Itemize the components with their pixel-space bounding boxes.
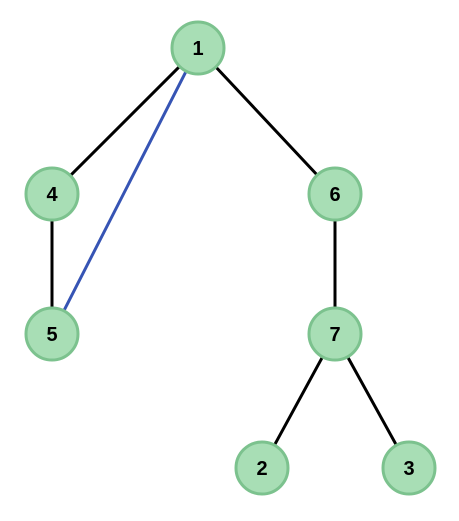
edge-1-6 [212,63,321,179]
node-circle [307,166,363,222]
edge-1-5-highlighted [60,66,190,316]
node-5: 5 [24,306,80,362]
edges-layer [50,62,400,450]
node-circle [234,440,290,496]
node-circle [381,440,437,496]
node-label: 3 [403,458,414,480]
node-circle [170,20,226,76]
node-label: 6 [329,184,340,206]
node-label: 5 [46,324,57,346]
edge-7-2 [271,352,326,450]
node-label: 1 [192,38,203,60]
node-4: 4 [24,166,80,222]
node-7: 7 [307,306,363,362]
node-circle [307,306,363,362]
node-circle [24,306,80,362]
nodes-layer: 1 4 6 5 7 2 3 [24,20,437,496]
node-label: 4 [46,184,58,206]
node-2: 2 [234,440,290,496]
node-label: 7 [329,324,340,346]
edge-7-3 [344,352,400,450]
node-6: 6 [307,166,363,222]
node-label: 2 [256,458,267,480]
node-circle [24,166,80,222]
edge-1-4 [66,62,184,180]
node-1: 1 [170,20,226,76]
node-3: 3 [381,440,437,496]
